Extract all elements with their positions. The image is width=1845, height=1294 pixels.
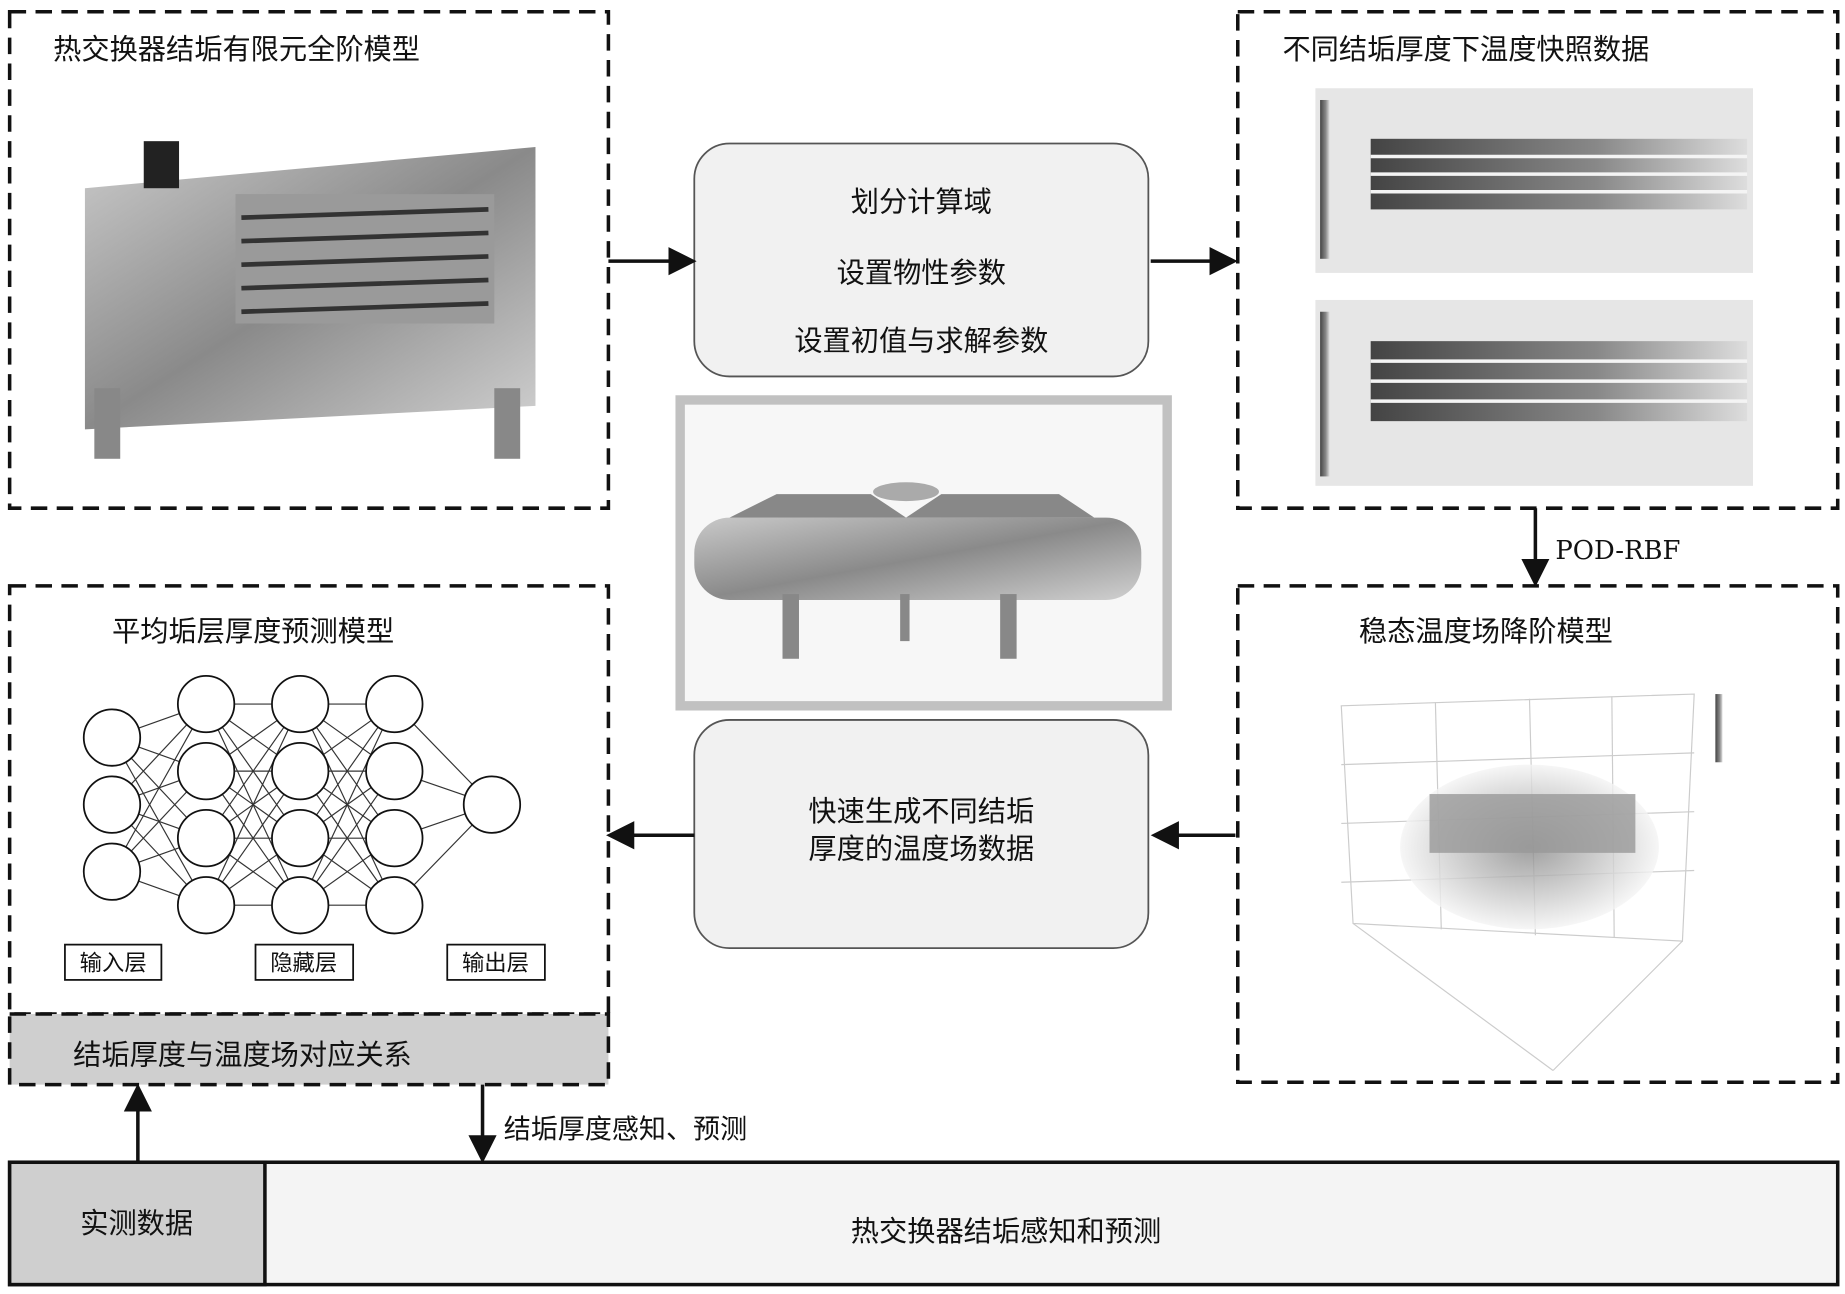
generate-box: 快速生成不同结垢 厚度的温度场数据 — [693, 719, 1150, 950]
rom-3d-plot — [1340, 693, 1723, 1071]
layer-label-hidden: 隐藏层 — [254, 943, 355, 981]
panel-title: 不同结垢厚度下温度快照数据 — [1282, 33, 1649, 66]
nn-edge — [299, 703, 395, 906]
nn-node — [82, 775, 142, 834]
panel-title: 热交换器结垢有限元全阶模型 — [53, 33, 420, 66]
nn-node — [365, 674, 424, 734]
nn-node — [176, 741, 236, 801]
panel-title: 平均垢层厚度预测模型 — [112, 615, 394, 648]
pod-rbf-label: POD-RBF — [1555, 536, 1680, 566]
nn-node — [365, 741, 424, 801]
sense-label: 结垢厚度感知、预测 — [504, 1115, 747, 1146]
layer-label-input: 输入层 — [64, 943, 163, 981]
temperature-snapshot-2 — [1315, 299, 1754, 486]
nn-node — [462, 775, 522, 834]
svg-text:划分计算域: 划分计算域 — [851, 186, 992, 219]
nn-node — [82, 708, 142, 767]
nn-edge — [205, 703, 301, 906]
panel-title: 稳态温度场降阶模型 — [1359, 615, 1613, 648]
main-goal-label: 热交换器结垢感知和预测 — [851, 1215, 1161, 1248]
nn-model-panel: 平均垢层厚度预测模型 输入层 隐藏层 输出层 — [7, 584, 611, 1016]
svg-text:设置初值与求解参数: 设置初值与求解参数 — [794, 325, 1048, 358]
nn-node — [271, 674, 330, 734]
rom-panel: 稳态温度场降阶模型 — [1236, 584, 1840, 1085]
heat-exchanger-image — [675, 395, 1172, 711]
snapshot-panel: 不同结垢厚度下温度快照数据 — [1236, 9, 1840, 510]
svg-text:输入层: 输入层 — [80, 951, 147, 977]
nn-node — [271, 876, 330, 935]
nn-node — [176, 809, 236, 868]
nn-node — [176, 876, 236, 935]
svg-text:隐藏层: 隐藏层 — [270, 951, 337, 977]
fem-model-panel: 热交换器结垢有限元全阶模型 — [7, 9, 611, 510]
relation-bar: 结垢厚度与温度场对应关系 — [7, 1012, 611, 1087]
temperature-snapshot-1 — [1315, 88, 1754, 273]
fem-model-image — [84, 141, 536, 459]
svg-text:结垢厚度与温度场对应关系: 结垢厚度与温度场对应关系 — [73, 1039, 412, 1072]
layer-label-output: 输出层 — [446, 943, 546, 981]
svg-text:设置物性参数: 设置物性参数 — [837, 256, 1006, 289]
measured-data-label: 实测数据 — [80, 1207, 193, 1240]
nn-node — [271, 809, 330, 868]
nn-edge — [111, 703, 207, 872]
nn-node — [176, 674, 236, 734]
nn-node — [271, 741, 330, 801]
nn-node — [365, 876, 424, 935]
svg-text:快速生成不同结垢: 快速生成不同结垢 — [808, 795, 1034, 828]
svg-text:输出层: 输出层 — [462, 951, 529, 977]
neural-network — [82, 674, 522, 935]
nn-node — [82, 842, 142, 901]
flow-arrows — [123, 247, 1550, 1164]
setup-box: 划分计算域 设置物性参数 设置初值与求解参数 — [693, 142, 1150, 378]
svg-text:厚度的温度场数据: 厚度的温度场数据 — [808, 833, 1034, 866]
nn-node — [365, 809, 424, 868]
bottom-bar: 实测数据 热交换器结垢感知和预测 — [7, 1160, 1840, 1287]
